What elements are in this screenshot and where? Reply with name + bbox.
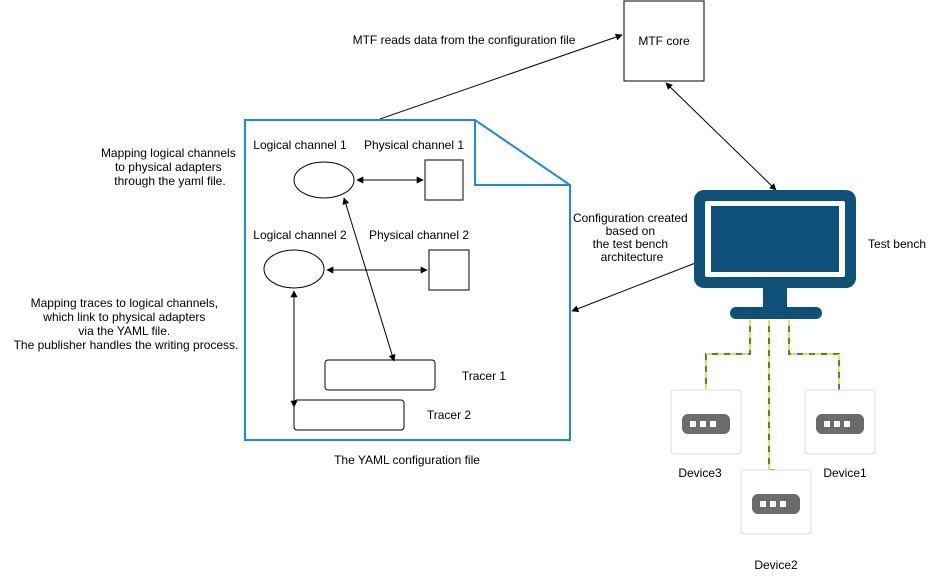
note-mapping-traces-line: The publisher handles the writing proces… xyxy=(14,338,239,352)
note-mapping-traces-line: Mapping traces to logical channels, xyxy=(31,296,218,310)
tracer-2-node[interactable] xyxy=(293,399,405,431)
tracer-1-node[interactable] xyxy=(324,359,436,391)
edge-test-bench-to-config xyxy=(571,261,699,312)
physical-channel-2-node[interactable] xyxy=(428,249,470,291)
yaml-file-caption: The YAML configuration file xyxy=(334,453,480,467)
note-configuration-created: Configuration created based on the test … xyxy=(573,211,691,264)
device1-label: Device1 xyxy=(823,466,867,480)
note-configuration-created-line: Configuration created xyxy=(573,211,688,225)
note-configuration-created-line: the test bench xyxy=(593,237,668,251)
note-configuration-created-line: based on xyxy=(606,224,655,238)
device2-label: Device2 xyxy=(754,558,798,572)
mtf-core-box[interactable] xyxy=(623,0,705,82)
device2-icon[interactable] xyxy=(740,469,812,535)
edge-tracer-1-logical-1 xyxy=(342,197,396,362)
note-mapping-traces-line: via the YAML file. xyxy=(78,324,170,338)
note-mapping-traces: Mapping traces to logical channels, whic… xyxy=(14,296,239,352)
logical-channel-2-label: Logical channel 2 xyxy=(253,228,347,242)
tracer-2-label: Tracer 2 xyxy=(427,408,472,422)
device1-icon[interactable] xyxy=(804,389,876,455)
note-mapping-channels-line: Mapping logical channels xyxy=(101,146,236,160)
logical-channel-1-node[interactable] xyxy=(293,161,355,199)
logical-channel-2-node[interactable] xyxy=(263,249,325,289)
note-configuration-created-line: architecture xyxy=(601,250,664,264)
device3-label: Device3 xyxy=(678,466,722,480)
edge-mtf-core-test-bench xyxy=(665,82,777,191)
physical-channel-1-node[interactable] xyxy=(424,159,464,201)
tracer-1-label: Tracer 1 xyxy=(462,369,507,383)
note-mapping-channels-line: to physical adapters xyxy=(115,160,222,174)
test-bench-monitor-icon[interactable] xyxy=(694,190,856,319)
edge-config-to-mtf-core xyxy=(379,33,623,120)
mtf-core-label: MTF core xyxy=(638,34,690,48)
test-bench-label: Test bench xyxy=(868,237,926,251)
note-mapping-channels: Mapping logical channels to physical ada… xyxy=(101,146,239,188)
yaml-document-fold xyxy=(474,120,570,186)
note-mapping-traces-line: which link to physical adapters xyxy=(42,310,205,324)
physical-channel-1-label: Physical channel 1 xyxy=(364,138,464,152)
device3-icon[interactable] xyxy=(670,389,742,455)
logical-channel-1-label: Logical channel 1 xyxy=(253,138,347,152)
edge-mtf-reads-label: MTF reads data from the configuration fi… xyxy=(353,33,576,47)
physical-channel-2-label: Physical channel 2 xyxy=(369,228,469,242)
note-mapping-channels-line: through the yaml file. xyxy=(114,174,225,188)
